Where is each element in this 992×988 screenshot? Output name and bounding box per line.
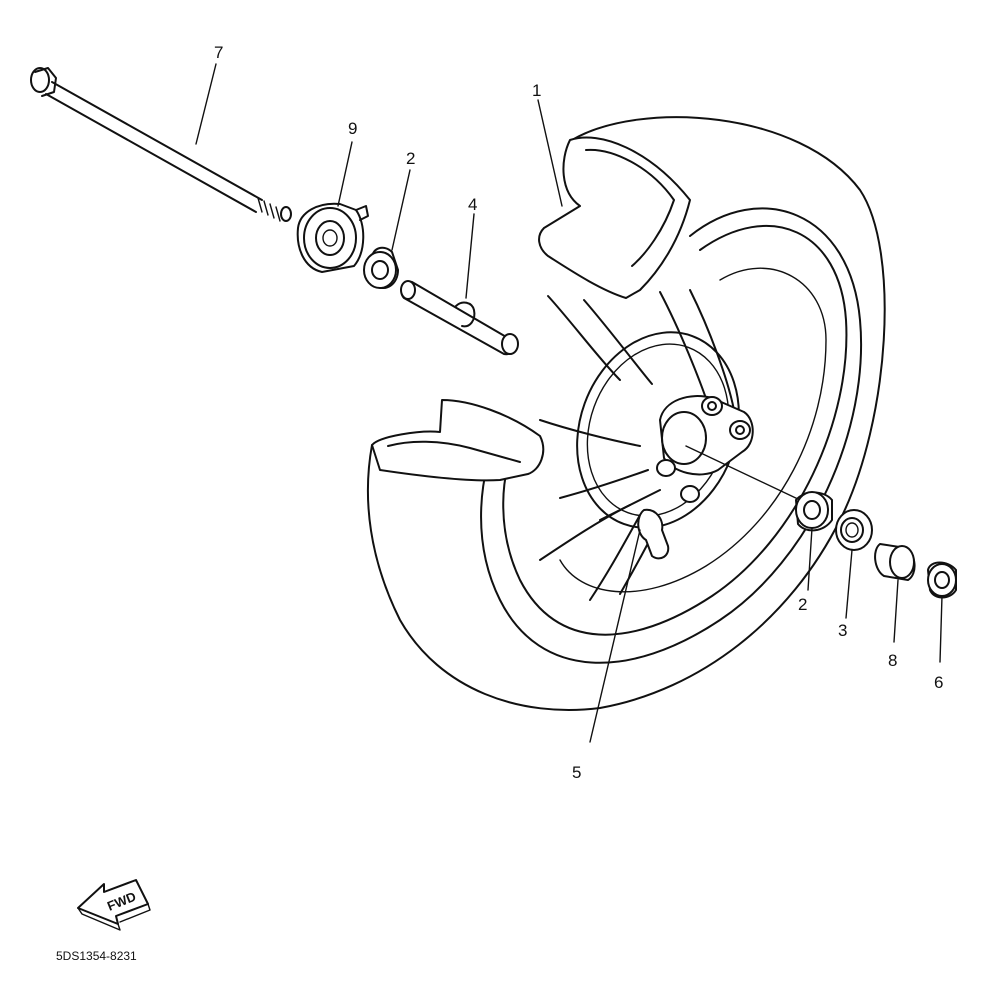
front-wheel-axle: [30, 67, 292, 222]
callout-5: 5: [572, 763, 581, 782]
dust-cover: [927, 561, 957, 599]
callout-8: 8: [888, 651, 897, 670]
callout-4: 4: [468, 195, 477, 214]
leader-lines: [195, 63, 943, 743]
assembly-centerline: [685, 445, 801, 501]
cast-wheel: [366, 116, 886, 711]
bearing-left: [363, 246, 399, 289]
callout-1: 1: [532, 81, 541, 100]
callout-2-right: 2: [798, 595, 807, 614]
forward-arrow-icon: FWD: [77, 879, 151, 931]
collar: [874, 543, 916, 581]
bearing-right: [795, 491, 833, 532]
meter-gear-unit: [296, 202, 369, 273]
callout-9: 9: [348, 119, 357, 138]
spacer-collar: [400, 280, 519, 356]
callout-6: 6: [934, 673, 943, 692]
callout-2-left: 2: [406, 149, 415, 168]
drawing-code: 5DS1354-8231: [56, 949, 137, 963]
callout-7: 7: [214, 43, 223, 62]
oil-seal: [835, 509, 873, 551]
callout-3: 3: [838, 621, 847, 640]
